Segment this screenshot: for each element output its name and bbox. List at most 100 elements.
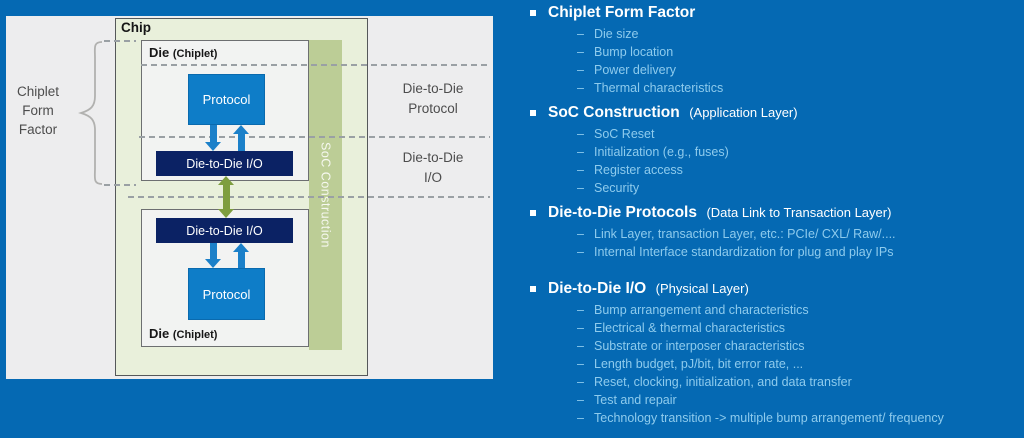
item-dash: – xyxy=(577,45,584,59)
list-item: –Bump arrangement and characteristics xyxy=(525,301,1024,319)
list-item: –Length budget, pJ/bit, bit error rate, … xyxy=(525,355,1024,373)
arrow-double-die-to-die-icon xyxy=(218,176,234,218)
die-top-label-bold: Die xyxy=(149,45,170,60)
item-text: Die size xyxy=(594,27,639,41)
item-dash: – xyxy=(577,181,584,195)
item-text: Security xyxy=(594,181,640,195)
item-dash: – xyxy=(577,375,584,389)
section-die-to-die-protocols: Die-to-Die Protocols (Data Link to Trans… xyxy=(525,203,1024,261)
zone1-line1: Die-to-Die xyxy=(402,81,464,96)
ff-label-line1: Chiplet xyxy=(16,84,60,99)
section-die-to-die-io: Die-to-Die I/O (Physical Layer) –Bump ar… xyxy=(525,279,1024,427)
item-dash: – xyxy=(577,81,584,95)
die-to-die-io-block-bottom: Die-to-Die I/O xyxy=(156,218,293,243)
item-dash: – xyxy=(577,357,584,371)
item-text: SoC Reset xyxy=(594,127,655,141)
section-chiplet-form-factor: Chiplet Form Factor –Die size –Bump loca… xyxy=(525,3,1024,97)
diagram-panel: Chip SoC Construction Die (Chiplet) Die … xyxy=(6,16,493,379)
die-to-die-protocol-zone-label: Die-to-Die Protocol xyxy=(383,79,483,119)
dashed-connector-top xyxy=(104,40,136,42)
item-text: Length budget, pJ/bit, bit error rate, .… xyxy=(594,357,804,371)
dashed-line-protocol-top xyxy=(141,64,490,66)
section-subtitle: (Application Layer) xyxy=(689,105,798,120)
item-text: Link Layer, transaction Layer, etc.: PCI… xyxy=(594,227,896,241)
section-heading: SoC Construction (Application Layer) xyxy=(525,103,1024,123)
item-text: Bump arrangement and characteristics xyxy=(594,303,809,317)
arrow-down-io-to-protocol-bottom-icon xyxy=(205,243,221,268)
die-bottom-label-paren: (Chiplet) xyxy=(172,329,218,341)
list-item: –Reset, clocking, initialization, and da… xyxy=(525,373,1024,391)
item-text: Initialization (e.g., fuses) xyxy=(594,145,729,159)
ff-label-line3: Factor xyxy=(18,122,58,137)
list-item: –Test and repair xyxy=(525,391,1024,409)
section-subtitle: (Physical Layer) xyxy=(655,281,749,296)
section-soc-construction: SoC Construction (Application Layer) –So… xyxy=(525,103,1024,197)
chiplet-form-factor-label: Chiplet Form Factor xyxy=(8,82,68,139)
item-text: Power delivery xyxy=(594,63,676,77)
section-subtitle: (Data Link to Transaction Layer) xyxy=(706,205,892,220)
item-text: Electrical & thermal characteristics xyxy=(594,321,786,335)
item-dash: – xyxy=(577,321,584,335)
item-dash: – xyxy=(577,411,584,425)
die-bottom-label: Die (Chiplet) xyxy=(149,326,217,341)
bullet-panel: Chiplet Form Factor –Die size –Bump loca… xyxy=(525,0,1024,438)
die-top-label: Die (Chiplet) xyxy=(149,45,217,60)
item-dash: – xyxy=(577,245,584,259)
item-text: Substrate or interposer characteristics xyxy=(594,339,805,353)
soc-construction-bar: SoC Construction xyxy=(309,40,342,350)
item-text: Bump location xyxy=(594,45,674,59)
section-title: Die-to-Die Protocols xyxy=(548,204,697,221)
item-dash: – xyxy=(577,339,584,353)
list-item: –Die size xyxy=(525,25,1024,43)
zone2-line1: Die-to-Die xyxy=(402,150,464,165)
section-title: SoC Construction xyxy=(548,104,680,121)
section-heading: Chiplet Form Factor xyxy=(525,3,1024,23)
square-bullet-icon xyxy=(530,110,536,116)
list-item: –Initialization (e.g., fuses) xyxy=(525,143,1024,161)
list-item: –Power delivery xyxy=(525,61,1024,79)
die-top-label-paren: (Chiplet) xyxy=(172,48,218,60)
square-bullet-icon xyxy=(530,10,536,16)
list-item: –Register access xyxy=(525,161,1024,179)
list-item: –SoC Reset xyxy=(525,125,1024,143)
ff-label-line2: Form xyxy=(22,103,54,118)
soc-construction-label: SoC Construction xyxy=(318,142,333,248)
zone2-line2: I/O xyxy=(423,170,442,185)
list-item: –Link Layer, transaction Layer, etc.: PC… xyxy=(525,225,1024,243)
item-dash: – xyxy=(577,393,584,407)
item-dash: – xyxy=(577,27,584,41)
arrow-down-protocol-to-io-top-icon xyxy=(205,125,221,151)
item-dash: – xyxy=(577,63,584,77)
zone1-line2: Protocol xyxy=(408,101,458,116)
list-item: –Technology transition -> multiple bump … xyxy=(525,409,1024,427)
list-item: –Security xyxy=(525,179,1024,197)
list-item: –Thermal characteristics xyxy=(525,79,1024,97)
item-text: Internal Interface standardization for p… xyxy=(594,245,894,259)
dashed-line-io-bottom xyxy=(128,196,490,198)
item-text: Register access xyxy=(594,163,683,177)
arrow-up-protocol-to-io-bottom-icon xyxy=(233,243,249,268)
die-to-die-io-zone-label: Die-to-Die I/O xyxy=(383,148,483,188)
protocol-block-top: Protocol xyxy=(188,74,265,125)
chip-label: Chip xyxy=(121,20,151,35)
list-item: –Bump location xyxy=(525,43,1024,61)
square-bullet-icon xyxy=(530,210,536,216)
list-item: –Internal Interface standardization for … xyxy=(525,243,1024,261)
dashed-connector-bottom xyxy=(104,184,136,186)
dashed-line-protocol-io xyxy=(139,136,490,138)
item-text: Technology transition -> multiple bump a… xyxy=(594,411,944,425)
curly-brace-icon xyxy=(78,41,103,185)
item-dash: – xyxy=(577,303,584,317)
square-bullet-icon xyxy=(530,286,536,292)
item-dash: – xyxy=(577,127,584,141)
list-item: –Substrate or interposer characteristics xyxy=(525,337,1024,355)
section-title: Die-to-Die I/O xyxy=(548,280,647,297)
item-text: Test and repair xyxy=(594,393,677,407)
item-dash: – xyxy=(577,163,584,177)
item-dash: – xyxy=(577,145,584,159)
item-text: Thermal characteristics xyxy=(594,81,724,95)
die-bottom-label-bold: Die xyxy=(149,326,170,341)
item-dash: – xyxy=(577,227,584,241)
die-to-die-io-block-top: Die-to-Die I/O xyxy=(156,151,293,176)
